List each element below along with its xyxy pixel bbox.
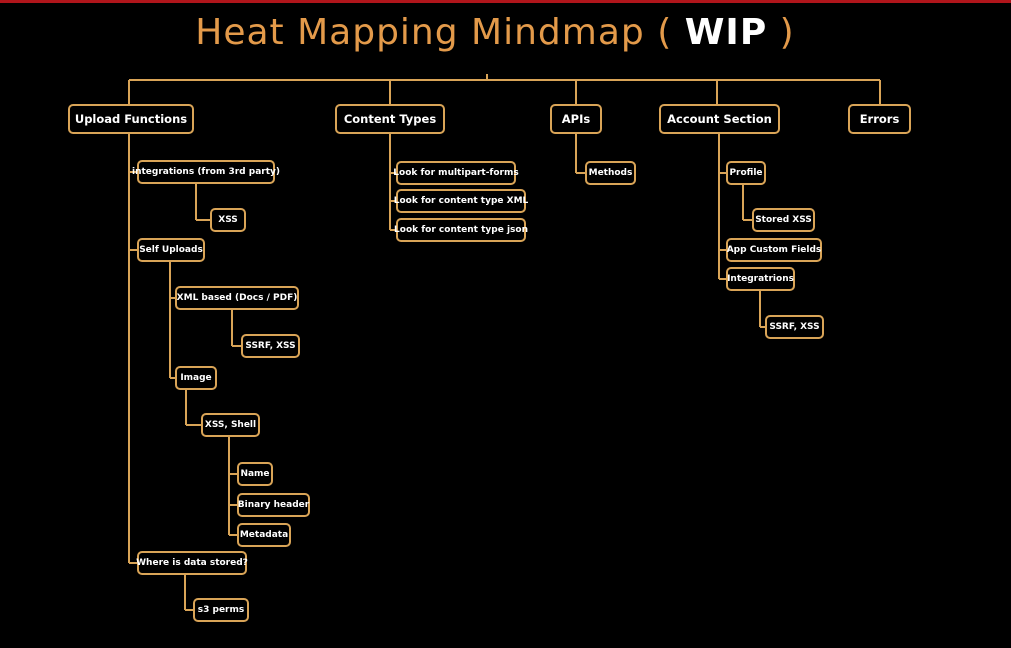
title-text: Heat Mapping Mindmap <box>195 12 645 53</box>
node-image: Image <box>175 366 217 390</box>
node-errors: Errors <box>848 104 911 134</box>
title-open-paren: ( <box>657 12 673 53</box>
node-integrations: integrations (from 3rd party) <box>132 160 280 184</box>
node-metadata: Metadata <box>237 523 291 547</box>
node-multipart-forms: Look for multipart-forms <box>393 161 519 185</box>
node-s3-perms: s3 perms <box>193 598 249 622</box>
node-binary-header: Binary header <box>237 493 310 517</box>
top-border-line <box>0 0 1011 3</box>
node-app-custom-fields: App Custom Fields <box>726 238 822 262</box>
node-apis: APIs <box>550 104 602 134</box>
node-account-section: Account Section <box>659 104 780 134</box>
node-methods: Methods <box>585 161 636 185</box>
node-where-stored: Where is data stored? <box>136 551 248 575</box>
node-name: Name <box>237 462 273 486</box>
node-stored-xss: Stored XSS <box>752 208 815 232</box>
node-content-types: Content Types <box>335 104 445 134</box>
node-ssrf-xss-account: SSRF, XSS <box>765 315 824 339</box>
node-ssrf-xss-xml: SSRF, XSS <box>241 334 300 358</box>
node-content-type-xml: Look for content type XML <box>394 189 528 213</box>
node-self-uploads: Self Uploads <box>137 238 205 262</box>
node-integratrions: Integratrions <box>726 267 795 291</box>
title-wip: WIP <box>684 12 768 53</box>
node-upload-functions: Upload Functions <box>68 104 194 134</box>
node-xml-based: XML based (Docs / PDF) <box>175 286 299 310</box>
page-title: Heat Mapping Mindmap ( WIP ) <box>0 12 990 53</box>
node-profile: Profile <box>726 161 766 185</box>
node-content-type-json: Look for content type json <box>394 218 528 242</box>
node-integrations-xss: XSS <box>210 208 246 232</box>
node-xss-shell: XSS, Shell <box>201 413 260 437</box>
title-close-paren: ) <box>779 12 795 53</box>
